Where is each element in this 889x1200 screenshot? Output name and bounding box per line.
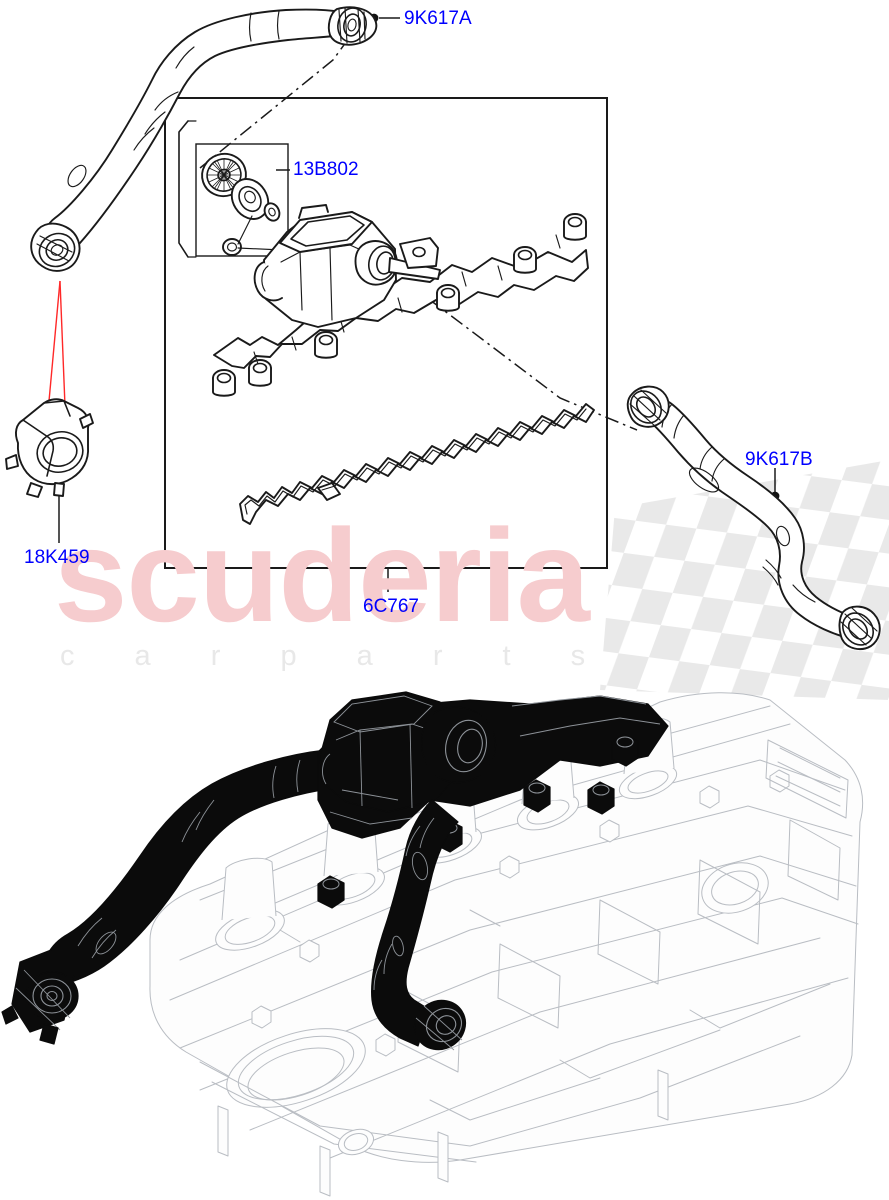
hose-connector-upper-9k617b bbox=[626, 385, 670, 428]
cover-bosses bbox=[212, 213, 587, 397]
assembly-leader-right bbox=[429, 299, 638, 431]
part-9k617b-hose bbox=[626, 385, 881, 651]
part-label-9k617b[interactable]: 9K617B bbox=[745, 449, 813, 470]
installed-hose-left-fitting bbox=[1, 947, 79, 1045]
part-18k459-sensor bbox=[5, 398, 94, 510]
threaded-hole bbox=[337, 1128, 375, 1156]
small-o-ring bbox=[263, 202, 281, 222]
installed-hose-right-fitting bbox=[413, 999, 467, 1051]
part-label-13b802[interactable]: 13B802 bbox=[293, 159, 359, 180]
part-label-18k459[interactable]: 18K459 bbox=[24, 547, 90, 568]
hose-connector-right-9k617a bbox=[327, 6, 378, 46]
installed-hose-right bbox=[371, 799, 467, 1051]
part-13b802-kit bbox=[178, 120, 289, 258]
part-label-6c767[interactable]: 6C767 bbox=[363, 596, 419, 617]
group-box-6c767 bbox=[164, 97, 608, 569]
oil-separator-housing bbox=[253, 204, 441, 328]
part-label-9k617a[interactable]: 9K617A bbox=[404, 8, 472, 29]
hose-connector-left-9k617a bbox=[30, 222, 81, 272]
engine-cylinder-head bbox=[149, 692, 864, 1197]
mid-bore bbox=[701, 862, 769, 914]
lower-o-ring bbox=[222, 238, 242, 256]
part-9k617a-hose bbox=[30, 6, 378, 272]
seal-cover-disc bbox=[230, 178, 270, 220]
part-6c767-cover bbox=[212, 204, 589, 397]
installed-oil-separator bbox=[317, 691, 669, 909]
part-6c767-gasket bbox=[239, 403, 595, 525]
inset-box-13b802 bbox=[195, 143, 289, 257]
lower-installed-assembly bbox=[1, 691, 864, 1197]
hose-connector-lower-9k617b bbox=[838, 605, 881, 651]
assembly-leader-left bbox=[199, 37, 350, 169]
dowel-pins bbox=[217, 1069, 669, 1197]
red-pointer-18k459 bbox=[47, 280, 66, 413]
installed-hose-left bbox=[1, 749, 335, 1045]
